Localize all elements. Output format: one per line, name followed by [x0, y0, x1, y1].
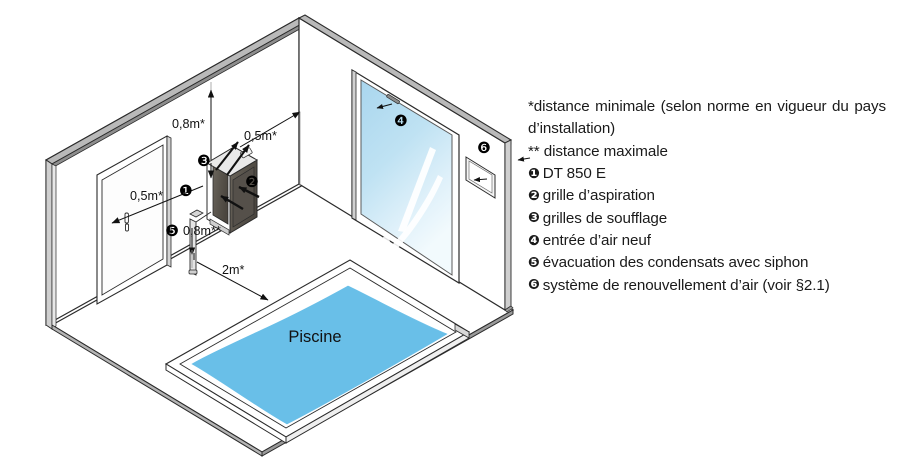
dimension-label-wall-left: 0,5m*	[130, 189, 163, 203]
marker-6: ❻	[477, 139, 491, 157]
legend-bullet-1-icon: ❶	[528, 165, 540, 182]
legend-bullet-4-icon: ❹	[528, 232, 540, 249]
dimension-lines	[111, 89, 301, 301]
systeme-renouvellement-air-vent	[465, 156, 531, 199]
marker-4: ❹	[394, 112, 408, 130]
dt-850-e-unit	[206, 141, 260, 236]
marker-1: ❶	[179, 182, 193, 200]
legend-bullet-3-icon: ❸	[528, 210, 540, 227]
dimension-label-pool: 2m*	[222, 263, 244, 277]
marker-5: ❺	[165, 222, 179, 240]
marker-2: ❷	[245, 173, 259, 191]
dimension-label-wall-right: 0,5m*	[244, 129, 277, 143]
legend-bullet-6-icon: ❻	[528, 277, 540, 294]
grille-aspiration-arrows	[220, 185, 260, 211]
swimming-pool: Piscine	[164, 259, 471, 444]
dimension-label-ceiling: 0,8m*	[172, 117, 205, 131]
dimension-guides	[191, 82, 301, 268]
door-handle-icon	[124, 212, 129, 232]
legend-note-max: ** distance maximale	[528, 142, 668, 160]
dimension-label-floor: 0,8m**	[183, 224, 221, 238]
legend-label-4: entrée d’air neuf	[542, 232, 651, 250]
legend-label-1: DT 850 E	[542, 165, 606, 183]
window-bay	[351, 68, 460, 285]
legend-label-3: grilles de soufflage	[542, 209, 668, 227]
legend-note-min: *distance minimale (selon norme en vigue…	[528, 98, 886, 138]
door	[96, 135, 172, 305]
marker-3: ❸	[197, 152, 211, 170]
legend-label-2: grille d’aspiration	[542, 187, 655, 205]
legend-label-6: système de renouvellement d’air (voir §2…	[542, 276, 830, 294]
grilles-soufflage-arrows	[215, 141, 250, 176]
legend-bullet-5-icon: ❺	[528, 254, 540, 271]
entree-air-neuf-slot	[376, 94, 400, 109]
legend-label-5: évacuation des condensats avec siphon	[542, 254, 809, 272]
wall-back-left	[44, 16, 307, 330]
legend-panel: *distance minimale (selon norme en vigue…	[528, 96, 886, 297]
legend-bullet-2-icon: ❷	[528, 187, 540, 204]
isometric-room-diagram: Piscine	[44, 14, 531, 457]
pool-label: Piscine	[288, 328, 341, 346]
